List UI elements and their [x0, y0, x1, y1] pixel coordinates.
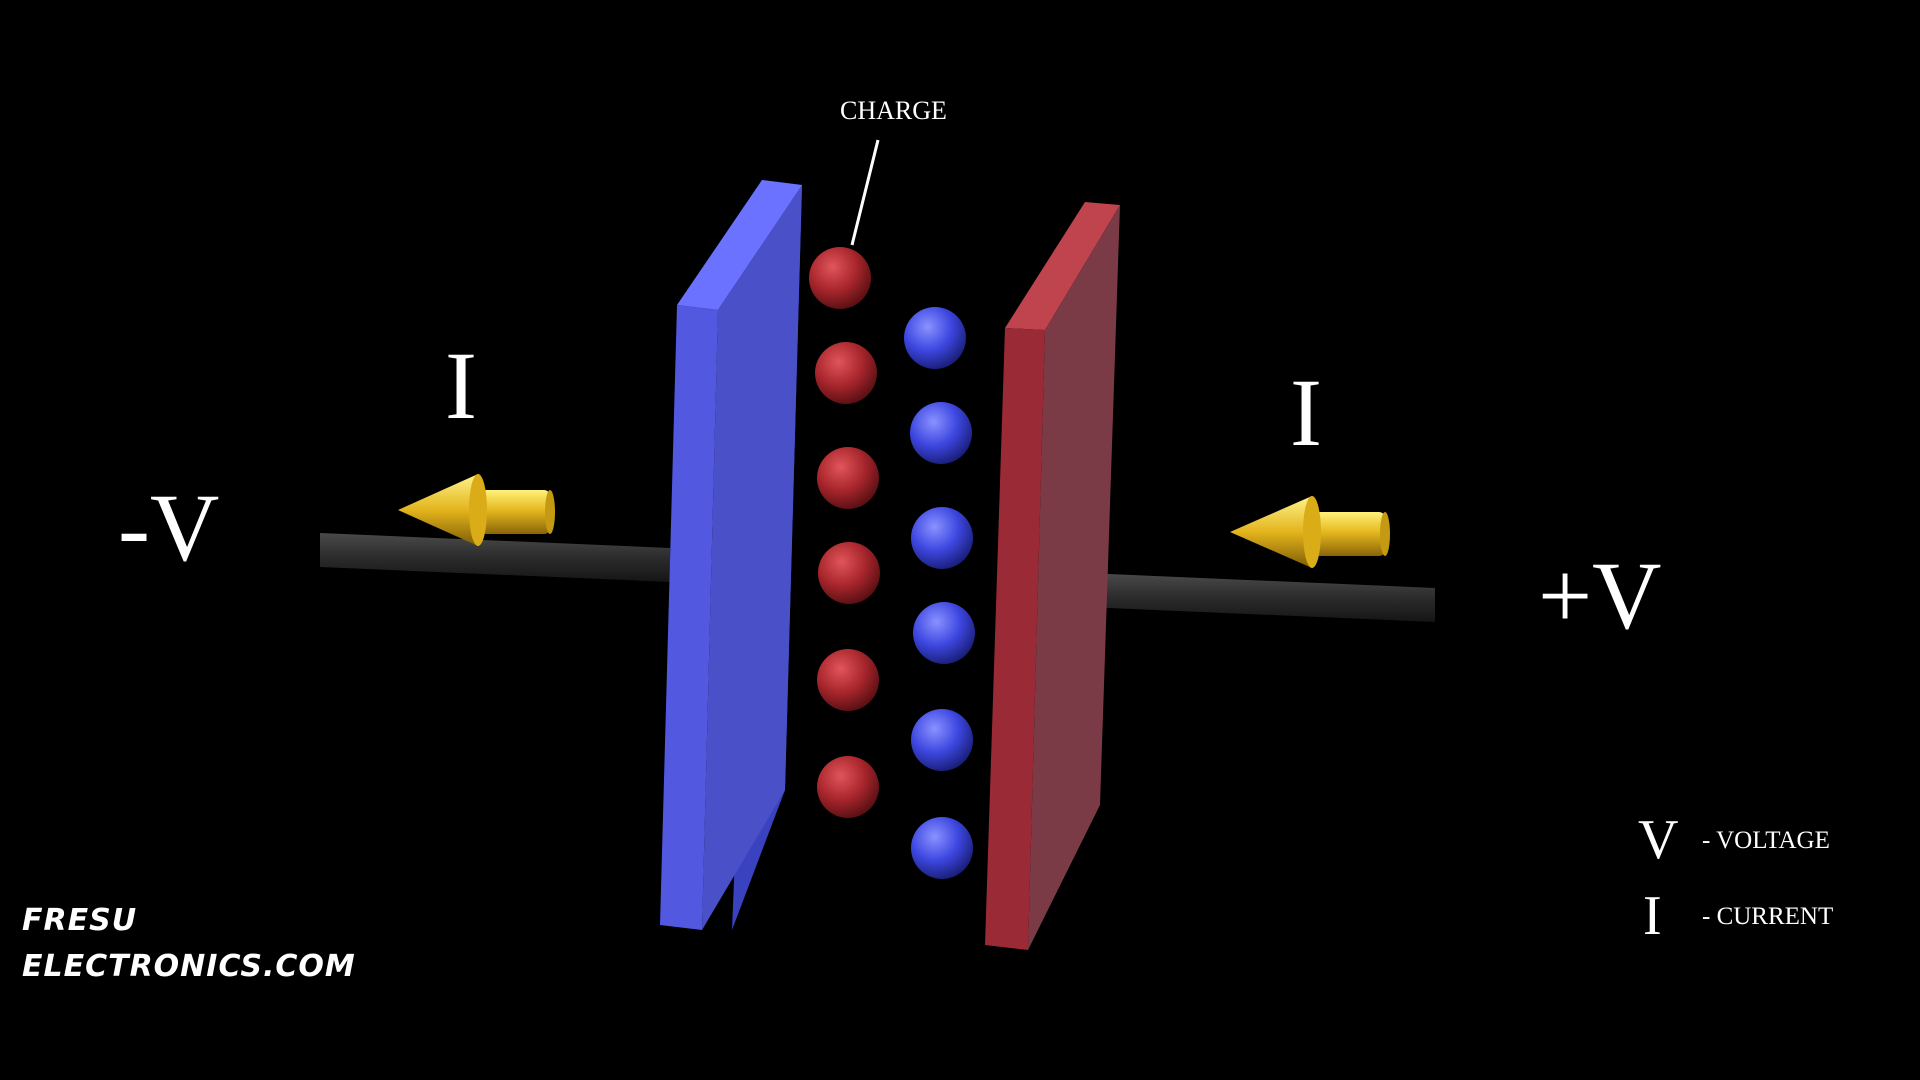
legend-current-symbol: I	[1643, 885, 1662, 947]
positive-plate	[985, 202, 1120, 950]
legend-current-text: - CURRENT	[1702, 903, 1834, 930]
negative-charge	[911, 817, 973, 879]
brand-line-1: FRESU	[22, 903, 138, 938]
positive-charge	[809, 247, 871, 309]
positive-charge	[818, 542, 880, 604]
negative-charge	[911, 507, 973, 569]
positive-charge	[817, 649, 879, 711]
legend-voltage-symbol: V	[1638, 809, 1679, 871]
current-arrow-left	[398, 474, 555, 546]
negative-lead-wire	[320, 533, 670, 582]
charge-pointer-line	[850, 139, 880, 246]
current-arrow-right	[1230, 496, 1390, 568]
charge-label: CHARGE	[840, 96, 947, 125]
positive-charge	[817, 447, 879, 509]
negative-voltage-label: -V	[118, 474, 220, 581]
brand-line-2: ELECTRONICS.COM	[22, 949, 356, 984]
charges-group	[809, 247, 975, 879]
negative-charge	[911, 709, 973, 771]
negative-plate	[660, 180, 802, 930]
legend-voltage-text: - VOLTAGE	[1702, 827, 1830, 854]
negative-charge	[913, 602, 975, 664]
positive-voltage-label: +V	[1538, 542, 1662, 649]
positive-charge	[817, 756, 879, 818]
positive-lead-wire	[1085, 573, 1435, 622]
negative-charge	[904, 307, 966, 369]
positive-charge	[815, 342, 877, 404]
current-label-left: I	[445, 332, 477, 439]
current-label-right: I	[1290, 359, 1322, 466]
negative-charge	[910, 402, 972, 464]
